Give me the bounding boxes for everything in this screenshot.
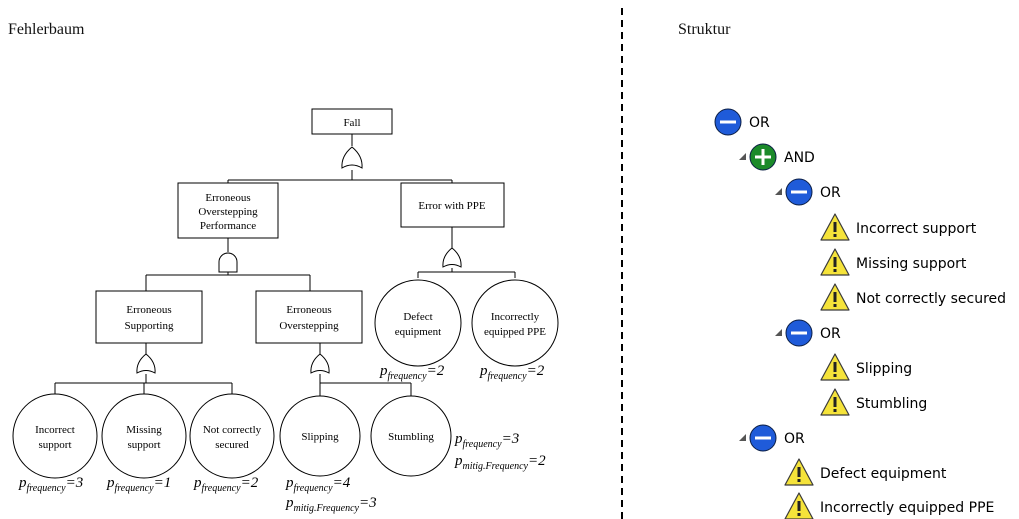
event-erroneous-overstepping-performance: Erroneous Overstepping Performance [177,182,279,239]
event-label: Supporting [125,320,174,332]
tree-node-label: AND [784,150,815,166]
event-label: Overstepping [279,320,339,332]
expand-arrow-icon[interactable] [775,188,782,195]
plus-circle-icon [749,143,777,171]
probability-annotations: pfrequency=2 pfrequency=2 pfrequency=3 p… [18,363,546,514]
warning-icon [820,353,850,381]
connector-lines [54,134,516,396]
tree-node[interactable]: Not correctly secured [820,283,1006,311]
tree-node[interactable]: Stumbling [820,388,927,416]
minus-circle-icon [785,178,813,206]
formula-slipping-frequency: pfrequency=4 [285,475,351,494]
event-label: Missing [126,424,162,436]
tree-node[interactable]: OR [775,319,841,347]
fehlerbaum-title: Fehlerbaum [8,21,85,38]
warning-icon [820,248,850,276]
tree-node[interactable]: OR [739,424,805,452]
event-label: Incorrectly [491,311,540,323]
formula-slipping-mitigation: pmitig.Frequency=3 [285,495,377,514]
or-gate-icon [442,247,462,268]
tree-node-label: OR [749,115,770,131]
tree-node-label: Not correctly secured [856,291,1006,307]
basic-event-slipping: Slipping [279,395,361,477]
formula-incorrect-support: pfrequency=3 [18,475,83,494]
tree-node[interactable]: Slipping [820,353,912,381]
tree-node[interactable]: Incorrect support [820,213,977,241]
basic-event-incorrectly-equipped-ppe: Incorrectly equipped PPE [471,279,559,367]
event-label: support [128,439,161,451]
tree-node-label: OR [784,431,805,447]
event-error-with-ppe: Error with PPE [400,182,505,228]
formula-defect-equipment: pfrequency=2 [379,363,445,382]
tree-node-label: Incorrectly equipped PPE [820,500,994,516]
formula-incorrectly-equipped-ppe: pfrequency=2 [479,363,545,382]
tree-node[interactable]: OR [714,108,770,136]
expand-arrow-icon[interactable] [739,434,746,441]
event-erroneous-overstepping: Erroneous Overstepping [255,290,363,344]
expand-arrow-icon[interactable] [739,153,746,160]
tree-node[interactable]: Defect equipment [784,458,947,486]
or-gate-icon [341,146,363,169]
formula-missing-support: pfrequency=1 [106,475,171,494]
basic-event-incorrect-support: Incorrect support [12,393,98,479]
event-label: Incorrect [35,424,75,436]
minus-circle-icon [785,319,813,347]
tree-node-label: Incorrect support [856,221,977,237]
tree-node-label: Stumbling [856,396,927,412]
warning-icon [784,458,814,486]
tree-node-label: Defect equipment [820,466,947,482]
event-label: Stumbling [388,431,434,443]
event-label: secured [215,439,249,451]
expand-arrow-icon[interactable] [775,329,782,336]
formula-stumbling-mitigation: pmitig.Frequency=2 [454,453,546,472]
tree-node[interactable]: OR [775,178,841,206]
event-label: equipped PPE [484,326,546,338]
event-fall: Fall [311,108,393,135]
event-label: Performance [200,220,256,232]
tree-node[interactable]: Missing support [820,248,967,276]
tree-node-label: Slipping [856,361,912,377]
event-label: Overstepping [198,206,258,218]
struktur-title: Struktur [678,21,731,38]
basic-event-stumbling: Stumbling [370,395,452,477]
basic-event-missing-support: Missing support [101,393,187,479]
tree-node-label: OR [820,326,841,342]
warning-icon [820,283,850,311]
warning-icon [784,492,814,519]
basic-event-defect-equipment: Defect equipment [374,279,462,367]
event-label: Slipping [301,431,339,443]
or-gate-icon [310,353,330,374]
warning-icon [820,388,850,416]
event-label: Erroneous [205,192,250,204]
event-label: Not correctly [203,424,262,436]
formula-stumbling-frequency: pfrequency=3 [454,431,519,450]
and-gate-icon [218,252,238,273]
event-label: Defect [403,311,432,323]
tree-node[interactable]: AND [739,143,815,171]
or-gate-icon [136,353,156,374]
event-label: Erroneous [286,304,331,316]
formula-not-correctly-secured: pfrequency=2 [193,475,259,494]
tree-node[interactable]: Incorrectly equipped PPE [784,492,994,519]
event-erroneous-supporting: Erroneous Supporting [95,290,203,344]
event-label: Error with PPE [418,200,486,212]
event-label: Fall [343,117,360,129]
warning-icon [820,213,850,241]
tree-node-label: Missing support [856,256,967,272]
event-label: equipment [395,326,441,338]
minus-circle-icon [749,424,777,452]
basic-event-not-correctly-secured: Not correctly secured [189,393,275,479]
event-label: support [39,439,72,451]
tree-node-label: OR [820,185,841,201]
minus-circle-icon [714,108,742,136]
event-label: Erroneous [126,304,171,316]
